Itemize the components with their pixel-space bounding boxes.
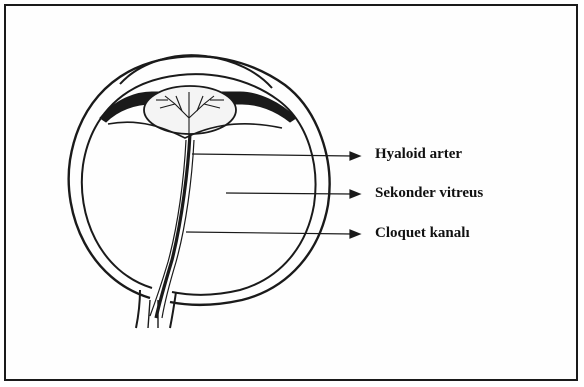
arrow-vitreus-line <box>226 193 352 194</box>
optic-nerve-left <box>136 290 140 328</box>
optic-nerve-right <box>170 292 176 328</box>
leader-arrows <box>186 152 360 238</box>
arrow-hyaloid-head <box>350 152 360 160</box>
label-cloquet-kanali: Cloquet kanalı <box>375 224 470 242</box>
arrow-cloquet-head <box>350 230 360 238</box>
label-sekonder-vitreus: Sekonder vitreus <box>375 184 483 202</box>
label-hyaloid-arter: Hyaloid arter <box>375 145 462 163</box>
arrow-cloquet-line <box>186 232 352 234</box>
arrow-vitreus-head <box>350 190 360 198</box>
arrow-hyaloid-line <box>192 154 352 156</box>
